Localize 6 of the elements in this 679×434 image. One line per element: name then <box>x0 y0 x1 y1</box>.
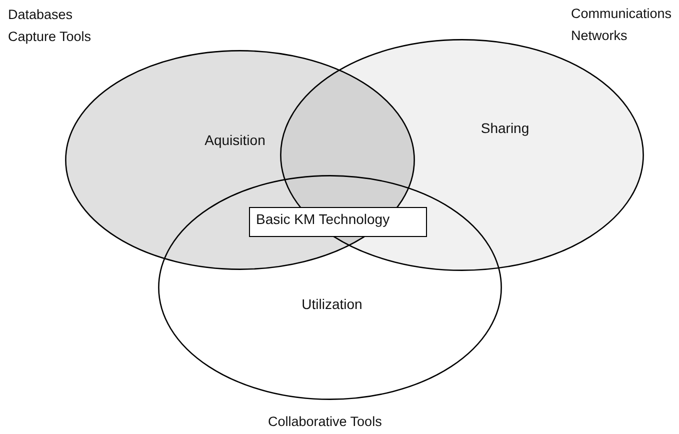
set-caption: Communications Networks <box>571 5 673 45</box>
set-caption: Collaborative Tools <box>268 413 383 431</box>
set-label: Utilization <box>302 296 362 312</box>
set-label: Aquisition <box>204 132 266 148</box>
set-caption: Databases Capture Tools <box>8 6 92 46</box>
set-label: Sharing <box>480 120 530 136</box>
